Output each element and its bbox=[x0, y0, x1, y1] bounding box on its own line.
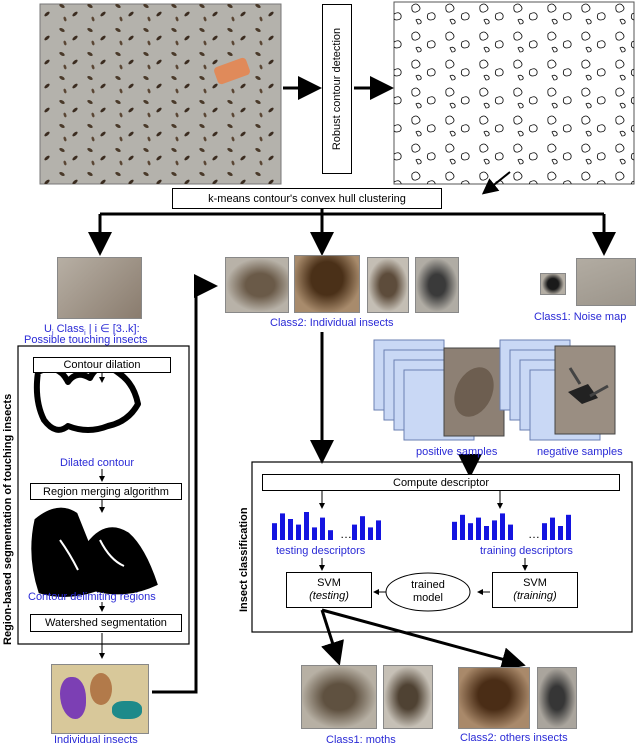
descriptor-bar bbox=[476, 517, 481, 540]
classification-panel-title: Insect classification bbox=[238, 507, 250, 612]
moth-result-2 bbox=[383, 665, 433, 729]
lure-object bbox=[214, 57, 250, 85]
descriptor-bar bbox=[368, 527, 373, 540]
descriptor-bar bbox=[320, 517, 325, 540]
insect-thumb-2 bbox=[294, 255, 360, 313]
positive-sample-stack bbox=[373, 339, 505, 441]
descriptor-bar bbox=[566, 514, 571, 540]
trained-model-line-2: model bbox=[413, 592, 443, 604]
class-word: Class bbox=[53, 323, 85, 335]
training-descriptor-histogram bbox=[452, 513, 571, 540]
trained-model-ellipse bbox=[385, 572, 471, 612]
descriptor-bar bbox=[288, 519, 293, 540]
touching-caption-2: Possible touching insects bbox=[24, 334, 148, 346]
svm-testing-label: SVM bbox=[317, 577, 341, 589]
descriptor-bar bbox=[352, 524, 357, 540]
svm-training-label: SVM bbox=[523, 577, 547, 589]
trained-model-label: trained model bbox=[388, 579, 468, 605]
watershed-box: Watershed segmentation bbox=[30, 614, 182, 632]
descriptor-bar bbox=[296, 524, 301, 540]
svm-training-mode: (training) bbox=[513, 590, 557, 602]
insect-thumb-3 bbox=[367, 257, 409, 313]
descriptor-bar bbox=[460, 514, 465, 540]
touching-insects-photo bbox=[57, 257, 142, 319]
other-result-2 bbox=[537, 667, 577, 729]
training-descriptors-caption: training descriptors bbox=[480, 545, 573, 557]
descriptor-bar bbox=[304, 512, 309, 540]
dilated-contour-drawing bbox=[33, 364, 141, 433]
class2-caption: Class2: Individual insects bbox=[270, 317, 394, 329]
moth-result-1 bbox=[301, 665, 377, 729]
descriptor-bar bbox=[468, 523, 473, 540]
index-range: | i ∈ [3..k]: bbox=[85, 323, 140, 335]
class1-moths-caption: Class1: moths bbox=[326, 734, 396, 745]
contour-delimiting-caption: Contour delimiting regions bbox=[28, 591, 156, 603]
union-symbol: U bbox=[44, 323, 52, 335]
segmentation-panel-title: Region-based segmentation of touching in… bbox=[2, 393, 14, 645]
contour-dilation-box: Contour dilation bbox=[33, 357, 171, 373]
descriptor-bar bbox=[508, 524, 513, 540]
individual-insects-caption: Individual insects bbox=[54, 734, 138, 745]
contour-detection-box: Robust contour detection bbox=[322, 4, 352, 174]
descriptor-bar bbox=[328, 530, 333, 540]
descriptor-bar bbox=[542, 523, 547, 540]
descriptor-bar bbox=[280, 513, 285, 540]
positive-samples-caption: positive samples bbox=[416, 446, 498, 458]
noise-thumb-1 bbox=[540, 273, 566, 295]
descriptor-bar bbox=[360, 516, 365, 540]
negative-samples-caption: negative samples bbox=[537, 446, 623, 458]
descriptor-bar bbox=[312, 527, 317, 540]
insect-thumb-4 bbox=[415, 257, 459, 313]
other-result-1 bbox=[458, 667, 530, 729]
descriptor-bar bbox=[484, 526, 489, 540]
contour-detection-label: Robust contour detection bbox=[331, 27, 343, 151]
region-merging-box: Region merging algorithm bbox=[30, 483, 182, 500]
descriptor-bar bbox=[452, 521, 457, 540]
compute-descriptor-box: Compute descriptor bbox=[262, 474, 620, 491]
descriptor-bar bbox=[550, 517, 555, 540]
delimiting-regions-drawing bbox=[31, 507, 158, 597]
svm-testing-box: SVM (testing) bbox=[286, 572, 372, 608]
segmentation-panel bbox=[17, 345, 190, 645]
trained-model-line-1: trained bbox=[411, 579, 445, 591]
insect-thumb-1 bbox=[225, 257, 289, 313]
classification-panel bbox=[251, 461, 633, 633]
descriptor-bar bbox=[500, 513, 505, 540]
individual-insects-photo bbox=[51, 664, 149, 734]
testing-descriptors-caption: testing descriptors bbox=[276, 545, 366, 557]
class2-others-caption: Class2: others insects bbox=[460, 732, 568, 744]
kmeans-box: k-means contour's convex hull clustering bbox=[172, 188, 442, 209]
noise-thumb-2 bbox=[576, 258, 636, 306]
descriptor-bar bbox=[492, 520, 497, 540]
negative-sample-stack bbox=[499, 339, 616, 441]
svm-testing-mode: (testing) bbox=[309, 590, 349, 602]
descriptor-bar bbox=[558, 526, 563, 540]
svm-training-box: SVM (training) bbox=[492, 572, 578, 608]
touching-caption-1: Ui Classi | i ∈ [3..k]: bbox=[44, 323, 140, 338]
testing-descriptor-histogram bbox=[272, 512, 381, 540]
descriptor-bar bbox=[272, 523, 277, 540]
testing-ellipsis: … bbox=[340, 527, 352, 541]
training-ellipsis: … bbox=[528, 527, 540, 541]
dilated-contour-caption: Dilated contour bbox=[60, 457, 134, 469]
class1-noise-caption: Class1: Noise map bbox=[534, 311, 627, 323]
descriptor-bar bbox=[376, 520, 381, 540]
